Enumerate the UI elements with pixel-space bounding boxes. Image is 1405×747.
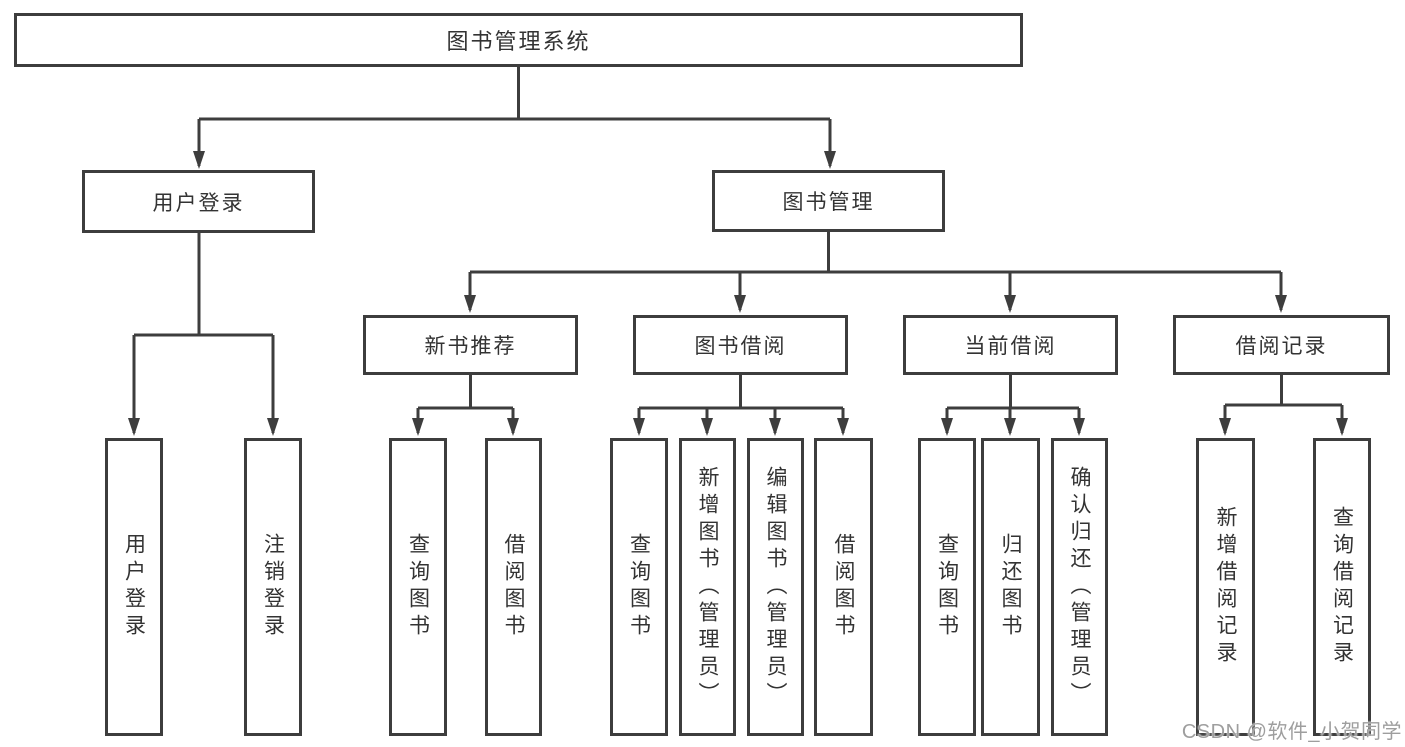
node-user-login-label: 用户登录 [152,191,245,215]
node-leaf-query-books-recommend-label: 查询图书 [406,533,430,641]
node-leaf-add-borrow-record-label: 新增借阅记录 [1214,506,1237,668]
node-current-borrow-label: 当前借阅 [964,335,1057,358]
node-leaf-borrow-books-recommend: 借阅图书 [485,438,542,736]
node-leaf-add-book-admin-label: 新增图书（管理员） [696,465,719,709]
node-leaf-add-book-admin: 新增图书（管理员） [679,438,736,736]
node-leaf-user-login-label: 用户登录 [122,533,146,641]
node-book-management-label: 图书管理 [782,191,875,214]
node-leaf-query-books-borrow-label: 查询图书 [627,533,651,641]
node-borrow-records: 借阅记录 [1173,315,1390,375]
node-book-borrow-label: 图书借阅 [694,335,787,358]
node-leaf-logout-label: 注销登录 [261,533,285,641]
node-new-book-recommend: 新书推荐 [363,315,578,375]
node-user-login: 用户登录 [82,170,315,233]
node-leaf-add-borrow-record: 新增借阅记录 [1196,438,1255,736]
watermark: CSDN @软件_小贺同学 [1181,721,1402,743]
node-new-book-recommend-label: 新书推荐 [424,335,517,358]
node-leaf-borrow-books-label: 借阅图书 [832,533,855,641]
node-book-management: 图书管理 [712,170,945,232]
node-leaf-confirm-return-admin: 确认归还（管理员） [1051,438,1108,736]
node-leaf-edit-book-admin: 编辑图书（管理员） [747,438,804,736]
node-leaf-query-borrow-record-label: 查询借阅记录 [1330,506,1354,668]
node-leaf-logout: 注销登录 [244,438,302,736]
node-leaf-query-books-borrow: 查询图书 [610,438,668,736]
node-leaf-return-books: 归还图书 [981,438,1040,736]
node-leaf-query-borrow-record: 查询借阅记录 [1313,438,1371,736]
node-leaf-return-books-label: 归还图书 [999,533,1022,641]
node-library-system: 图书管理系统 [14,13,1023,67]
node-borrow-records-label: 借阅记录 [1235,335,1328,358]
node-library-system-label: 图书管理系统 [446,29,591,54]
node-leaf-borrow-books-recommend-label: 借阅图书 [502,533,525,641]
node-leaf-confirm-return-admin-label: 确认归还（管理员） [1068,465,1091,709]
node-leaf-borrow-books: 借阅图书 [814,438,873,736]
node-leaf-query-books-current: 查询图书 [918,438,976,736]
node-leaf-edit-book-admin-label: 编辑图书（管理员） [764,465,787,709]
node-current-borrow: 当前借阅 [903,315,1118,375]
node-leaf-query-books-current-label: 查询图书 [935,533,959,641]
node-leaf-query-books-recommend: 查询图书 [389,438,447,736]
node-leaf-user-login: 用户登录 [105,438,163,736]
node-book-borrow: 图书借阅 [633,315,848,375]
